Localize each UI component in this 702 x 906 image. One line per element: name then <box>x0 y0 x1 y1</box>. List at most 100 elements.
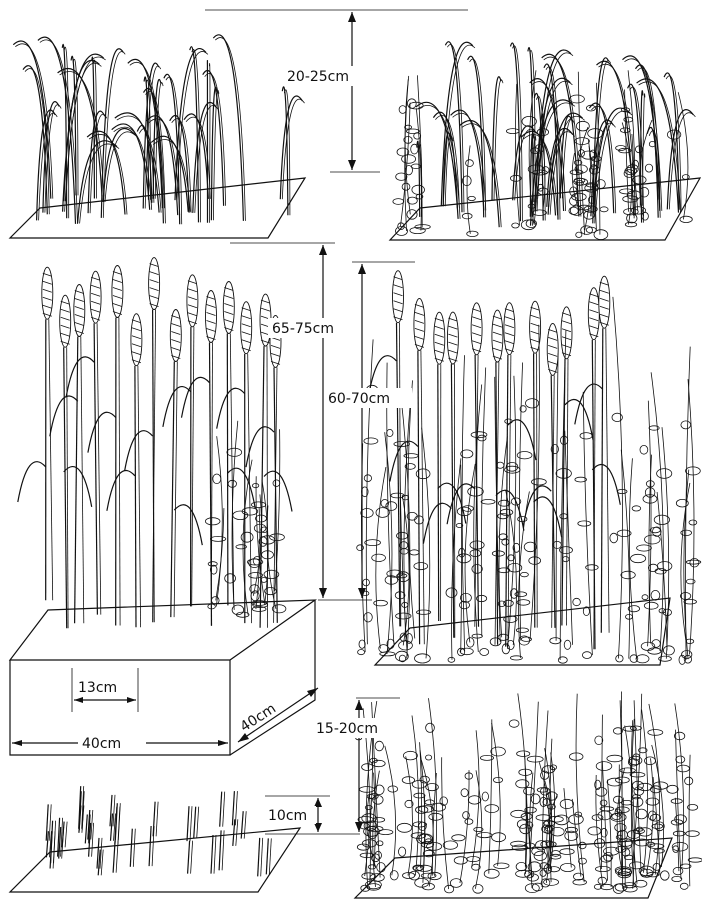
mature-wheat-with-weeds <box>357 271 701 665</box>
wheat-stem-edge <box>508 355 511 647</box>
weed-leaf <box>370 874 384 882</box>
wheat-stem-edge <box>49 319 53 600</box>
wheat-seedlings <box>13 35 304 224</box>
weed-leaf <box>270 534 285 541</box>
weed-leaf <box>582 151 595 159</box>
weed-stem <box>472 730 479 867</box>
weed-leaf <box>374 600 388 606</box>
weed-leaf <box>667 785 678 793</box>
weed-leaf <box>522 116 536 126</box>
weed-leaf <box>233 511 248 520</box>
weed-leaf <box>467 638 474 648</box>
weed-leaf <box>607 755 623 762</box>
plot-depth-label: 40cm <box>237 701 279 736</box>
seedling-leaf <box>213 35 243 221</box>
weed-leaf <box>406 129 419 134</box>
weed-leaf <box>361 509 373 518</box>
stubble-stalk-edge <box>222 830 224 870</box>
wheat-seedlings-with-weeds <box>393 42 696 240</box>
weed-leaf <box>521 220 535 230</box>
seedling-leaf-edge <box>533 103 576 226</box>
weed-leaf <box>560 799 573 808</box>
weed-leaf <box>688 858 702 862</box>
weed-leaf <box>582 652 591 659</box>
weed-leaf <box>636 809 647 819</box>
weed-leaf <box>578 521 591 526</box>
weed-leaf <box>661 871 670 880</box>
weed-leaf <box>517 600 530 606</box>
weed-leaf <box>550 638 561 644</box>
seedling-leaf <box>13 41 51 199</box>
weed-leaf <box>564 640 571 649</box>
weed-leaf <box>272 605 286 613</box>
wheat-stem-edge <box>138 366 141 628</box>
row-spacing-label: 13cm <box>78 680 117 696</box>
weed-leaf <box>558 657 567 663</box>
stubble-stalk <box>211 835 213 874</box>
weed-leaf <box>645 535 661 544</box>
weed-leaf <box>625 839 632 848</box>
weed-leaf <box>576 232 582 237</box>
weed-leaf <box>540 788 549 796</box>
weed-leaf <box>654 515 669 524</box>
weed-leaf <box>616 655 623 662</box>
weed-leaf <box>560 863 575 871</box>
weed-leaf <box>648 564 658 571</box>
weed-leaf <box>677 765 690 772</box>
weed-leaf <box>448 657 455 662</box>
weed-leaf <box>412 780 426 788</box>
stubble-stalk <box>241 811 243 838</box>
wheat-stem <box>135 366 136 628</box>
wheat-leaf <box>182 377 210 417</box>
weed-leaf <box>627 191 641 200</box>
weed-leaf <box>410 550 420 555</box>
weed-leaf <box>632 506 641 511</box>
weed-leaf <box>682 651 692 659</box>
weed-leaf <box>426 755 432 760</box>
seedling-leaf-edge <box>418 105 460 219</box>
weed-stem <box>688 379 694 654</box>
wheat-leaf <box>64 467 92 507</box>
wheat-stem-edge <box>81 337 84 624</box>
weed-leaf <box>629 862 643 869</box>
weed-leaf <box>481 500 495 505</box>
seedling-leaf <box>492 77 501 201</box>
weed-leaf <box>492 551 504 556</box>
weed-leaf <box>477 833 492 838</box>
stubble-stalk-edge <box>118 803 120 840</box>
weed-leaf <box>595 866 610 871</box>
weed-leaf <box>586 565 599 570</box>
weed-leaf <box>560 849 574 855</box>
weed-leaf <box>657 469 672 479</box>
weed-stem <box>216 436 222 606</box>
weed-leaf <box>467 231 478 236</box>
weed-leaf <box>494 863 509 869</box>
weed-leaf <box>373 818 385 823</box>
weed-leaf <box>596 787 607 796</box>
wheat-stem-edge <box>192 327 194 607</box>
weed-leaf <box>511 841 526 847</box>
stubble-stalk-edge <box>65 822 67 848</box>
wheat-leaf <box>18 462 46 502</box>
stubble-stalk-edge <box>261 838 263 877</box>
weed-leaf <box>573 598 581 605</box>
weed-leaf <box>407 512 417 520</box>
wheat-stem-edge <box>119 318 120 626</box>
weed-leaf <box>635 880 647 887</box>
weed-leaf <box>516 870 531 877</box>
weed-leaf <box>362 873 376 879</box>
weed-leaf <box>212 597 220 605</box>
weed-leaf <box>210 536 225 541</box>
weed-leaf <box>378 830 393 835</box>
weed-stem <box>675 798 679 871</box>
dimension-wheat-height <box>230 243 335 598</box>
weed-leaf <box>562 557 569 562</box>
weed-leaf <box>607 778 622 786</box>
stubble-stalk <box>258 838 260 877</box>
weed-leaf <box>621 571 635 579</box>
weed-leaf <box>225 574 236 583</box>
weed-leaf <box>407 210 417 220</box>
wheat-stem <box>75 337 78 624</box>
weed-leaf <box>648 730 663 736</box>
weed-stem <box>508 376 516 649</box>
